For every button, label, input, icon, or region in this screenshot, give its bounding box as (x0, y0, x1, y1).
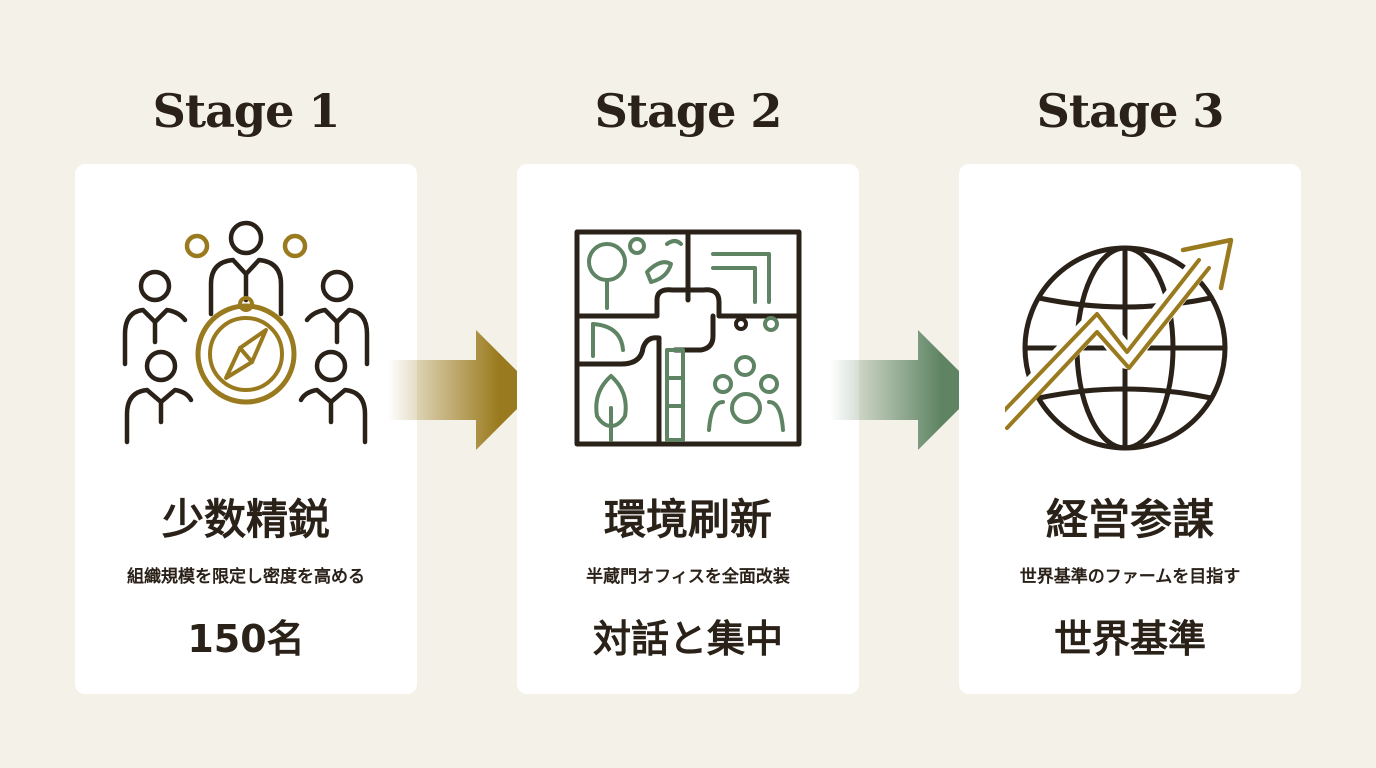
stage-1-title: Stage 1 (152, 84, 341, 138)
stage-2-heading: 環境刷新 (603, 495, 772, 544)
stage-1-subtitle: 組織規模を限定し密度を高める (127, 567, 365, 587)
stage-2-title: Stage 2 (594, 84, 783, 138)
stage-2-subtitle: 半蔵門オフィスを全面改装 (586, 567, 790, 587)
stage-3-heading: 経営参謀 (1045, 495, 1214, 544)
arrow-stage-1-to-2 (388, 330, 538, 450)
arrow-stage-2-to-3 (830, 330, 980, 450)
stage-3-value: 世界基準 (1053, 617, 1206, 661)
stage-3-card: 経営参謀 世界基準のファームを目指す 世界基準 (959, 164, 1301, 694)
stage-1-value: 150名 (187, 617, 305, 661)
stage-2-card: 環境刷新 半蔵門オフィスを全面改装 対話と集中 (517, 164, 859, 694)
office-floorplan-icon (563, 216, 813, 456)
team-compass-icon (121, 216, 371, 456)
stage-1-card: 少数精鋭 組織規模を限定し密度を高める 150名 (75, 164, 417, 694)
stage-2-value: 対話と集中 (592, 617, 783, 661)
stage-3-subtitle: 世界基準のファームを目指す (1019, 567, 1241, 587)
stage-1-heading: 少数精鋭 (161, 495, 330, 544)
stage-3-title: Stage 3 (1036, 84, 1225, 138)
globe-growth-arrow-icon (988, 216, 1255, 456)
